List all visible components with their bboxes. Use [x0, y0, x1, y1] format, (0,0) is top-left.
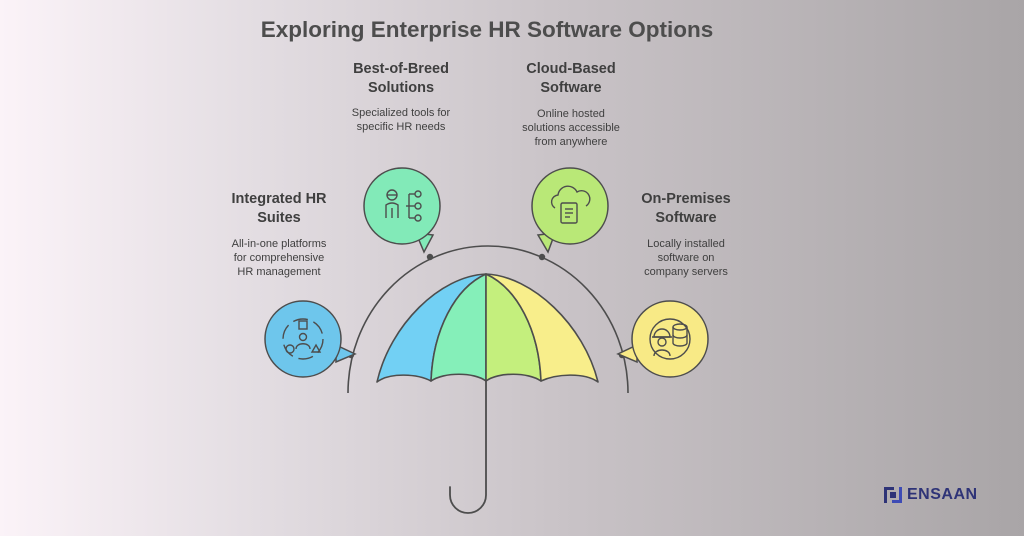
arc-dot-2 — [426, 253, 434, 261]
desc-line: software on — [657, 252, 715, 264]
desc-best-of-breed: Specialized tools for specific HR needs — [331, 106, 471, 134]
worker-with-server-icon — [649, 318, 691, 360]
badge-best-of-breed — [363, 167, 441, 254]
desc-line: HR management — [237, 266, 321, 278]
outer-arc — [347, 245, 629, 394]
badge-integrated-hr — [264, 300, 357, 378]
page-title: Exploring Enterprise HR Software Options — [260, 17, 714, 42]
heading-line: Cloud-Based — [526, 61, 616, 77]
heading-on-premises: On-Premises Software — [626, 190, 746, 228]
desc-line: Specialized tools for — [351, 107, 451, 119]
brand-logo: ENSAAN — [882, 482, 978, 508]
desc-line: All-in-one platforms — [231, 238, 327, 250]
brand-logo-mark-icon — [884, 487, 902, 503]
heading-cloud-based: Cloud-Based Software — [506, 60, 636, 98]
badge-circle — [631, 300, 709, 378]
desc-line: Online hosted — [537, 108, 605, 120]
umbrella-handle — [449, 380, 487, 514]
badge-cloud-based — [531, 167, 609, 254]
heading-line: Suites — [257, 210, 301, 226]
arc-dot-3 — [538, 253, 546, 261]
heading-line: Integrated HR — [231, 191, 327, 207]
heading-line: On-Premises — [641, 191, 731, 207]
badge-circle — [531, 167, 609, 245]
desc-line: for comprehensive — [233, 252, 325, 264]
heading-line: Solutions — [367, 80, 435, 96]
desc-cloud-based: Online hosted solutions accessible from … — [501, 107, 641, 149]
desc-line: specific HR needs — [356, 121, 446, 133]
desc-line: solutions accessible — [522, 122, 620, 134]
desc-line: Locally installed — [647, 238, 725, 250]
heading-line: Best-of-Breed — [353, 61, 449, 77]
desc-line: company servers — [644, 266, 728, 278]
umbrella-canopy — [376, 273, 599, 383]
badge-circle — [264, 300, 342, 378]
person-with-network-icon — [385, 189, 422, 222]
heading-line: Software — [655, 210, 717, 226]
desc-on-premises: Locally installed software on company se… — [621, 237, 751, 279]
brand-logo-text: ENSAAN — [907, 486, 978, 503]
desc-integrated-hr-suites: All-in-one platforms for comprehensive H… — [214, 237, 344, 279]
badge-circle — [363, 167, 441, 245]
heading-best-of-breed: Best-of-Breed Solutions — [336, 60, 466, 98]
desc-line: from anywhere — [534, 136, 608, 148]
canopy-panel-2 — [430, 273, 487, 382]
heading-line: Software — [540, 80, 602, 96]
canopy-panel-4 — [485, 273, 599, 383]
heading-integrated-hr-suites: Integrated HR Suites — [219, 190, 339, 228]
people-and-shapes-icon — [282, 318, 324, 360]
cloud-document-icon — [550, 185, 591, 224]
badge-on-premises — [616, 300, 709, 378]
